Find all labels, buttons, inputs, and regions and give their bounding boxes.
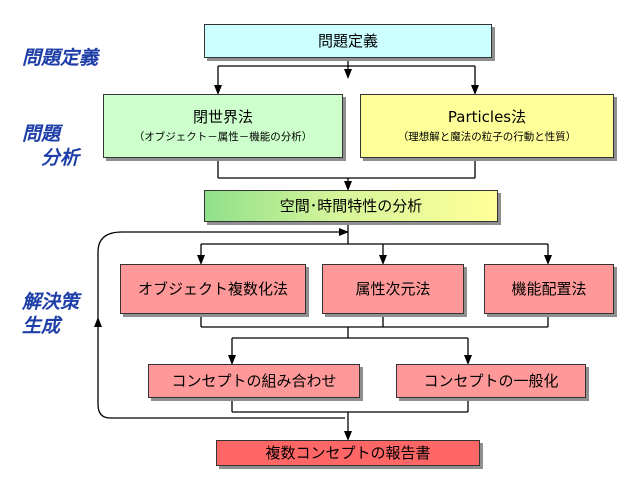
space-time-analysis-box: 空間･時間特性の分析 <box>204 190 498 222</box>
stage-label-problem-analysis: 問題 分析 <box>22 123 80 169</box>
concept-combination-label: コンセプトの組み合わせ <box>171 372 337 390</box>
particles-method-title: Particles法 <box>447 108 527 126</box>
stage-label-solution-generation: 解決策 生成 <box>22 291 80 337</box>
concept-generalization-label: コンセプトの一般化 <box>423 372 559 390</box>
stage-label-problem-definition: 問題定義 <box>22 47 99 69</box>
space-time-analysis-label: 空間･時間特性の分析 <box>279 197 423 215</box>
report-label: 複数コンセプトの報告書 <box>265 444 431 462</box>
report-box: 複数コンセプトの報告書 <box>216 440 480 466</box>
concept-combination-box: コンセプトの組み合わせ <box>148 364 360 398</box>
closed-world-method-title: 閉世界法 <box>192 108 253 126</box>
closed-world-method-subtitle: （オブジェクト－属性－機能の分析） <box>133 131 313 143</box>
concept-generalization-box: コンセプトの一般化 <box>396 364 586 398</box>
object-multiplication-label: オブジェクト複数化法 <box>137 280 288 298</box>
particles-method-box: Particles法 （理想解と魔法の粒子の行動と性質） <box>360 94 614 158</box>
attribute-dimension-box: 属性次元法 <box>322 264 464 314</box>
closed-world-method-box: 閉世界法 （オブジェクト－属性－機能の分析） <box>103 94 343 158</box>
particles-method-subtitle: （理想解と魔法の粒子の行動と性質） <box>397 131 577 143</box>
attribute-dimension-label: 属性次元法 <box>355 280 431 298</box>
problem-definition-box: 問題定義 <box>204 24 492 58</box>
object-multiplication-box: オブジェクト複数化法 <box>120 264 306 314</box>
problem-definition-label: 問題定義 <box>317 32 378 50</box>
function-allocation-label: 機能配置法 <box>511 280 587 298</box>
function-allocation-box: 機能配置法 <box>484 264 614 314</box>
